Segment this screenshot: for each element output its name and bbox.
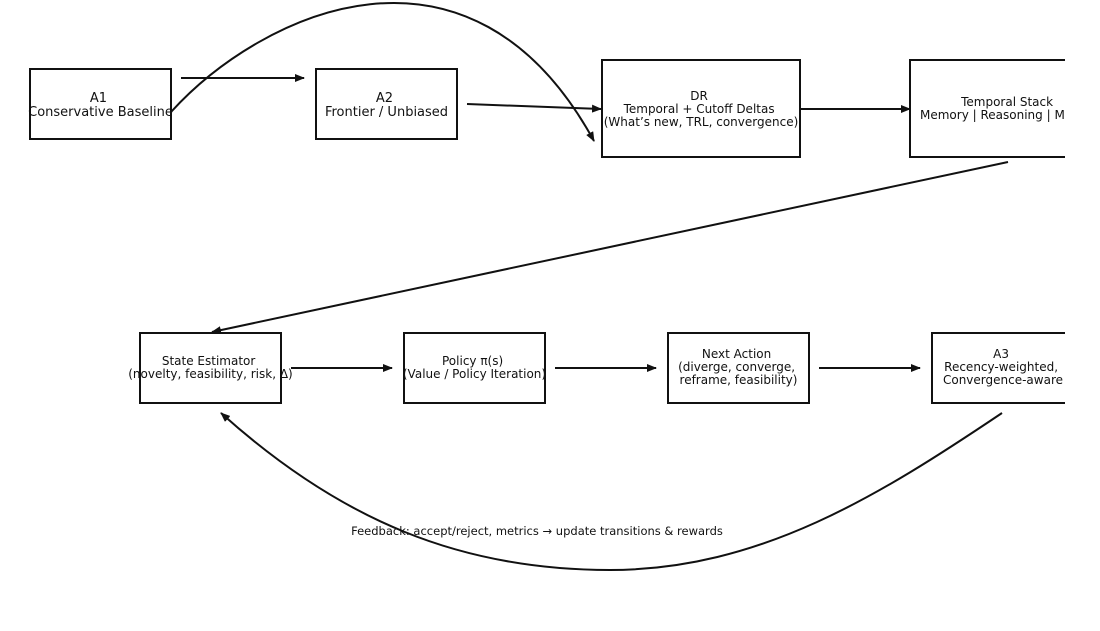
- edge-a2-to-dr-arrow: [466, 103, 602, 113]
- feedback-label: Feedback: accept/reject, metrics → updat…: [351, 524, 723, 538]
- svg-text:Temporal Stack Memory |: Temporal Stack Memory | Reasoning | Metr…: [920, 95, 1098, 122]
- edge-temporal-stack-to-state-estimator-arrow: [211, 161, 1009, 335]
- node-a1: A1 Conservative Baseline: [28, 68, 173, 140]
- node-a2-line: Frontier / Unbiased: [325, 105, 448, 120]
- node-policy-line: (Value / Policy Iteration): [403, 367, 546, 381]
- node-next-action-line: reframe, feasibility): [680, 373, 798, 387]
- edge-feedback-a3-to-state-estimator-arc: [220, 412, 1003, 572]
- node-a2-line: A2: [376, 91, 393, 106]
- node-dr-line: Temporal + Cutoff Deltas: [623, 102, 775, 116]
- node-policy: Policy π(s) (Value / Policy Iteration): [403, 332, 546, 404]
- svg-text:State Estimator (novelty: State Estimator (novelty, feasibility, r…: [128, 354, 292, 381]
- node-a3-line: Convergence-aware: [943, 373, 1063, 387]
- node-policy-line: Policy π(s): [442, 354, 503, 368]
- node-a1-line: A1: [90, 91, 107, 106]
- node-next-action: Next Action (diverge, converge, reframe,…: [667, 332, 810, 404]
- edge-a1-to-dr-arc: [170, 2, 595, 142]
- node-dr-line: DR: [690, 89, 708, 103]
- node-state-estimator-line: State Estimator: [162, 354, 256, 368]
- node-a3-line: Recency-weighted,: [944, 360, 1058, 374]
- node-dr: DR Temporal + Cutoff Deltas (What’s new,…: [601, 59, 801, 158]
- right-edge-clip: [1065, 0, 1100, 631]
- node-a3-line: A3: [993, 347, 1009, 361]
- svg-text:DR Temporal + Cutoff Del: DR Temporal + Cutoff Deltas (What’s new,…: [604, 89, 799, 129]
- node-state-estimator-line: (novelty, feasibility, risk, Δ): [128, 367, 292, 381]
- svg-text:A3 Recency-weighted,: A3 Recency-weighted, Convergence-aware: [943, 347, 1063, 387]
- node-a1-line: Conservative Baseline: [28, 105, 173, 120]
- svg-text:A1 Conservative Baseline: A1 Conservative Baseline: [28, 91, 173, 120]
- node-temporal-stack-line: Temporal Stack: [960, 95, 1053, 109]
- node-next-action-line: Next Action: [702, 347, 771, 361]
- node-next-action-line: (diverge, converge,: [678, 360, 795, 374]
- svg-text:Policy π(s) (Value / Pol: Policy π(s) (Value / Policy Iteration): [403, 354, 546, 381]
- node-dr-line: (What’s new, TRL, convergence): [604, 115, 799, 129]
- node-a2: A2 Frontier / Unbiased: [315, 68, 458, 140]
- svg-text:A2 Frontier / Unbiased: A2 Frontier / Unbiased: [325, 91, 448, 120]
- node-temporal-stack-line: Memory | Reasoning | Metrics: [920, 108, 1098, 122]
- svg-text:Next Action (diverge, co: Next Action (diverge, converge, reframe,…: [678, 347, 799, 387]
- node-state-estimator: State Estimator (novelty, feasibility, r…: [128, 332, 293, 404]
